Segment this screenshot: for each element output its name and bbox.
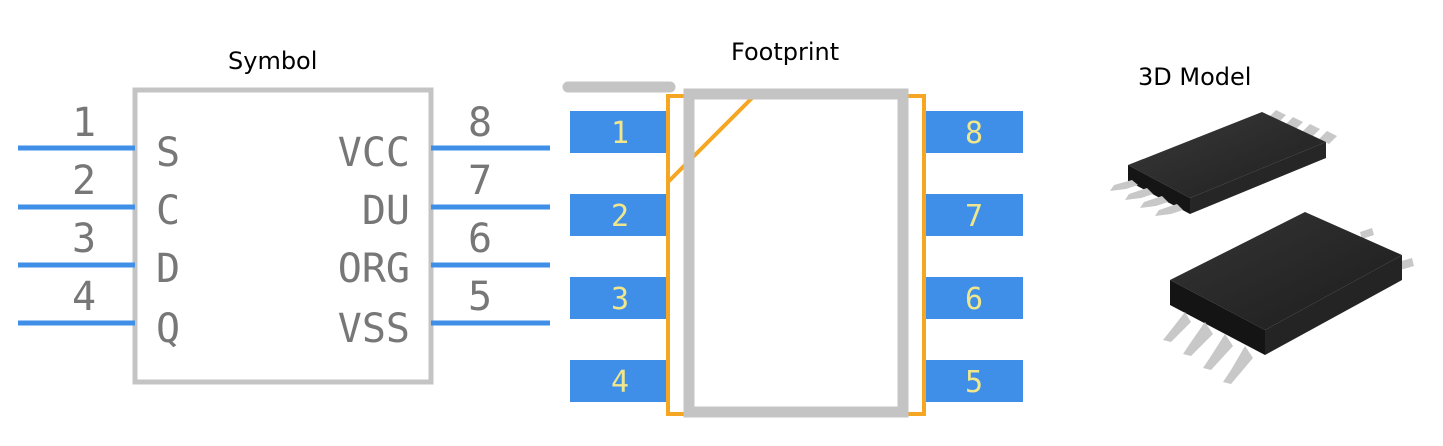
footprint-pad-number: 4 bbox=[611, 365, 629, 400]
chip-body-side bbox=[1190, 142, 1326, 214]
symbol-pin-number: 3 bbox=[72, 216, 96, 262]
chip-lead bbox=[1203, 334, 1233, 370]
footprint-pad bbox=[570, 277, 670, 319]
symbol-pin-name: S bbox=[156, 130, 180, 176]
footprint-title: Footprint bbox=[731, 38, 840, 66]
symbol-pin-name: D bbox=[156, 246, 180, 292]
pin1-chamfer bbox=[666, 96, 754, 184]
footprint-pad-number: 8 bbox=[965, 116, 983, 151]
chip-lead bbox=[1183, 322, 1213, 356]
chip-body bbox=[1128, 112, 1326, 198]
symbol-body bbox=[132, 87, 434, 385]
chip-body-side bbox=[1170, 280, 1265, 355]
chip-lead bbox=[1125, 188, 1153, 200]
footprint-pad-number: 1 bbox=[611, 116, 629, 151]
chip-model-bottom bbox=[1163, 212, 1414, 384]
footprint-pad bbox=[923, 111, 1023, 153]
symbol-pin-name: DU bbox=[362, 188, 410, 234]
chip-lead bbox=[1223, 346, 1253, 384]
chip-lead bbox=[1163, 312, 1191, 342]
footprint-pad-number: 3 bbox=[611, 282, 629, 317]
symbol-title: Symbol bbox=[228, 47, 318, 75]
chip-lead bbox=[1268, 110, 1337, 144]
chip-lead bbox=[1360, 228, 1374, 239]
chip-body-side bbox=[1128, 165, 1190, 214]
chip-body bbox=[1170, 212, 1402, 330]
chip-lead bbox=[1110, 180, 1138, 191]
symbol-pin-number: 6 bbox=[468, 216, 492, 262]
symbol-pin-number: 1 bbox=[72, 100, 96, 146]
symbol-pin-name: VSS bbox=[338, 306, 410, 352]
symbol-pin-name: VCC bbox=[338, 130, 410, 176]
symbol-pin-number: 4 bbox=[72, 274, 96, 320]
footprint-body bbox=[683, 88, 909, 418]
footprint-pad bbox=[570, 360, 670, 402]
symbol-pin-number: 8 bbox=[468, 100, 492, 146]
symbol-pin-name: ORG bbox=[338, 246, 410, 292]
chip-lead bbox=[1155, 204, 1183, 216]
symbol-pin-number: 5 bbox=[468, 274, 492, 320]
footprint-view: 1 2 3 4 8 7 6 5 bbox=[562, 81, 1023, 418]
footprint-pad bbox=[570, 194, 670, 236]
footprint-pad bbox=[923, 194, 1023, 236]
chip-lead bbox=[1140, 196, 1168, 208]
symbol-pin-name: C bbox=[156, 188, 180, 234]
footprint-pad bbox=[923, 277, 1023, 319]
model-title: 3D Model bbox=[1138, 63, 1252, 91]
footprint-pad-number: 6 bbox=[965, 282, 983, 317]
chip-body-side bbox=[1265, 255, 1402, 355]
symbol-pin-number: 2 bbox=[72, 158, 96, 204]
footprint-pad-number: 7 bbox=[965, 199, 983, 234]
symbol-view: 1 2 3 4 8 7 6 5 S C D Q VCC DU ORG VSS bbox=[18, 87, 550, 385]
footprint-pad bbox=[570, 111, 670, 153]
symbol-pin-name: Q bbox=[156, 306, 180, 352]
symbol-pin-number: 7 bbox=[468, 158, 492, 204]
footprint-pad-number: 2 bbox=[611, 199, 629, 234]
footprint-pad-number: 5 bbox=[965, 365, 983, 400]
chip-model-top bbox=[1110, 110, 1337, 216]
footprint-pad bbox=[923, 360, 1023, 402]
